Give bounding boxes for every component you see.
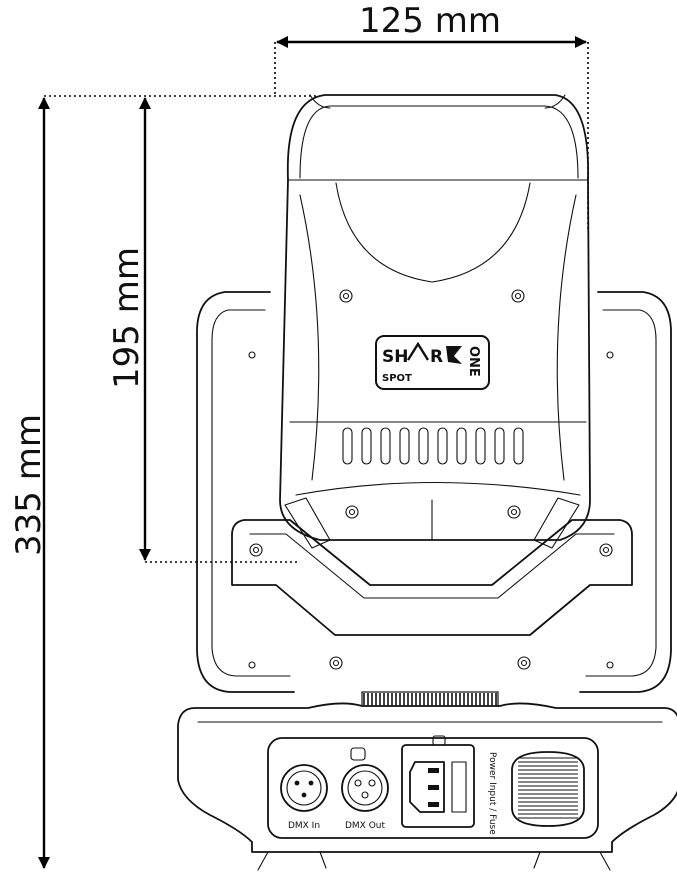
housing-screw-icon	[511, 289, 525, 303]
dmx-in-label: DMX In	[288, 821, 320, 831]
bracket-screw-icon	[599, 543, 613, 557]
fuse-holder-icon	[432, 735, 446, 746]
logo-brand-mid: R	[430, 347, 443, 367]
logo-brand-top: SH	[382, 347, 408, 367]
power-input-label: Power Input / Fuse	[487, 752, 497, 835]
head-housing	[279, 94, 591, 541]
dmx-out-connector[interactable]: DMX Out	[341, 747, 389, 831]
width-dimension: 125 mm	[274, 1, 589, 230]
yoke-bracket	[231, 497, 633, 670]
brand-logo: SH R SPOT ONE	[375, 335, 490, 390]
head-vents	[342, 427, 524, 465]
logo-brand-bottom: SPOT	[382, 373, 412, 384]
total-height-dimension: 335 mm	[9, 95, 320, 869]
dmx-out-label: DMX Out	[345, 821, 386, 831]
speaker-grille	[511, 751, 585, 827]
inner-height-label: 195 mm	[107, 247, 147, 389]
housing-screw-icon	[339, 289, 353, 303]
dmx-in-connector[interactable]: DMX In	[280, 764, 328, 831]
power-input-fuse[interactable]: Power Input / Fuse	[401, 735, 497, 835]
yoke-screw-icon	[248, 351, 256, 359]
inner-height-dimension: 195 mm	[107, 97, 300, 563]
latch-icon	[350, 747, 366, 761]
yoke-screw-icon	[248, 661, 256, 669]
housing-screw-icon	[345, 505, 359, 519]
grille-icon	[518, 757, 578, 819]
logo-fin-icon	[406, 341, 430, 361]
yoke	[196, 291, 672, 693]
yoke-screw-icon	[606, 661, 614, 669]
bracket-screw-icon	[329, 656, 343, 670]
yoke-screw-icon	[606, 351, 614, 359]
pan-gear	[361, 691, 499, 707]
logo-brand-side: ONE	[466, 346, 481, 377]
housing-screw-icon	[507, 505, 521, 519]
gear-teeth-icon	[363, 693, 497, 705]
logo-mark-icon	[446, 346, 462, 364]
base	[177, 702, 677, 871]
bracket-screw-icon	[517, 656, 531, 670]
width-label: 125 mm	[359, 1, 501, 41]
total-height-label: 335 mm	[9, 414, 49, 556]
bracket-screw-icon	[249, 543, 263, 557]
